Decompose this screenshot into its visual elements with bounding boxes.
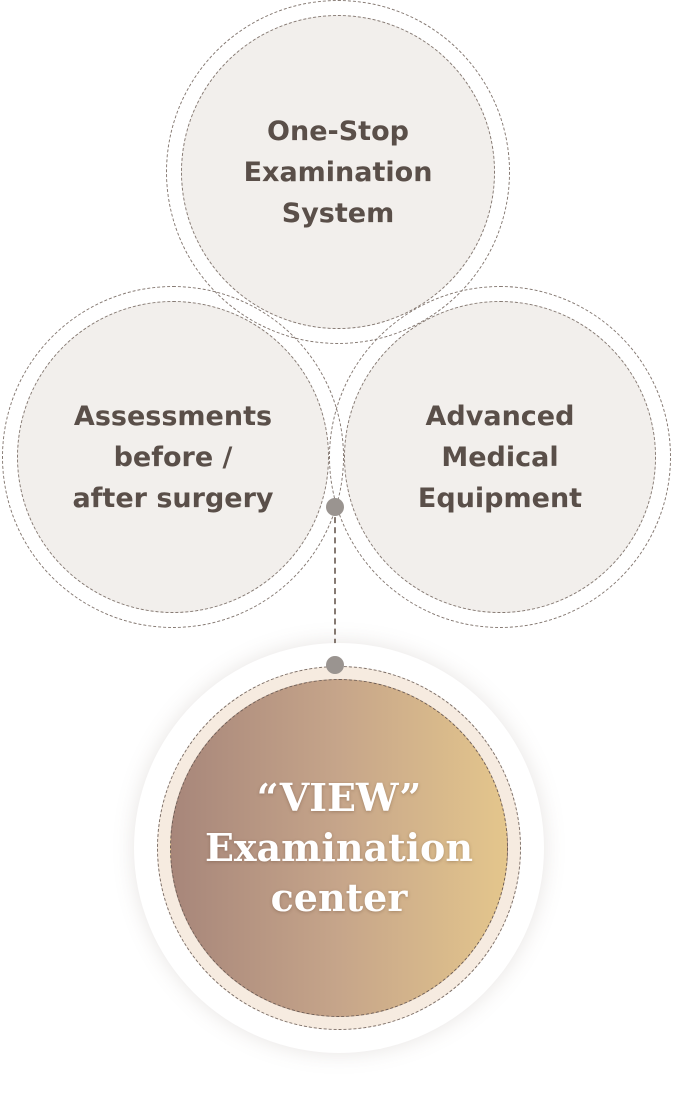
left-circle-line-3: after surgery [72,482,274,514]
right-circle-line-3: Equipment [417,482,583,514]
connector-line [334,507,336,665]
top-circle-outer-ring [166,0,510,344]
top-circle-label: One-Stop Examination System [182,111,494,234]
center-line-2: Examination [204,825,474,870]
left-circle-line-1: Assessments [73,400,273,432]
left-circle-label: Assessments before / after surgery [18,396,328,519]
center-line-1: “VIEW” [256,775,422,820]
right-circle-line-2: Medical [441,441,559,473]
left-circle-line-2: before / [113,441,233,473]
top-circle-line-3: System [281,197,395,229]
right-circle-label: Advanced Medical Equipment [345,396,655,519]
connector-bottom-dot [326,656,344,674]
right-circle: Advanced Medical Equipment [344,301,656,613]
center-line-3: center [270,875,408,920]
center-circle: “VIEW” Examination center [170,679,508,1017]
left-circle: Assessments before / after surgery [17,301,329,613]
top-circle-line-1: One-Stop [267,115,409,147]
connector-top-dot [326,498,344,516]
center-circle-label: “VIEW” Examination center [171,773,507,923]
right-circle-outer-ring [329,286,671,628]
top-circle-line-2: Examination [243,156,433,188]
right-circle-line-1: Advanced [425,400,575,432]
top-circle: One-Stop Examination System [181,15,495,329]
